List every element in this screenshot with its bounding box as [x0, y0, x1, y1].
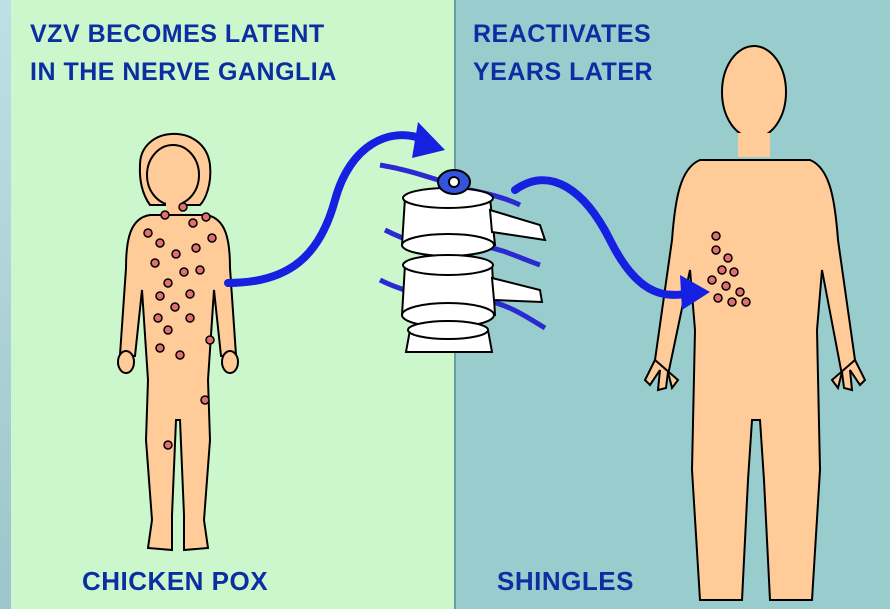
shingles-label: SHINGLES [497, 566, 634, 597]
right-title-line1: REACTIVATES [473, 20, 651, 49]
adult-figure-icon [645, 46, 865, 600]
adult-body [655, 160, 855, 600]
spinal-ganglion-icon [380, 165, 545, 352]
right-title-line2: YEARS LATER [473, 58, 653, 87]
child-body [120, 215, 236, 550]
left-title-line1: VZV BECOMES LATENT [30, 20, 325, 49]
adult-head [722, 46, 786, 138]
left-title-line2: IN THE NERVE GANGLIA [30, 58, 337, 87]
child-figure-icon [118, 134, 238, 550]
chicken-pox-label: CHICKEN POX [82, 566, 268, 597]
child-head [147, 145, 199, 205]
